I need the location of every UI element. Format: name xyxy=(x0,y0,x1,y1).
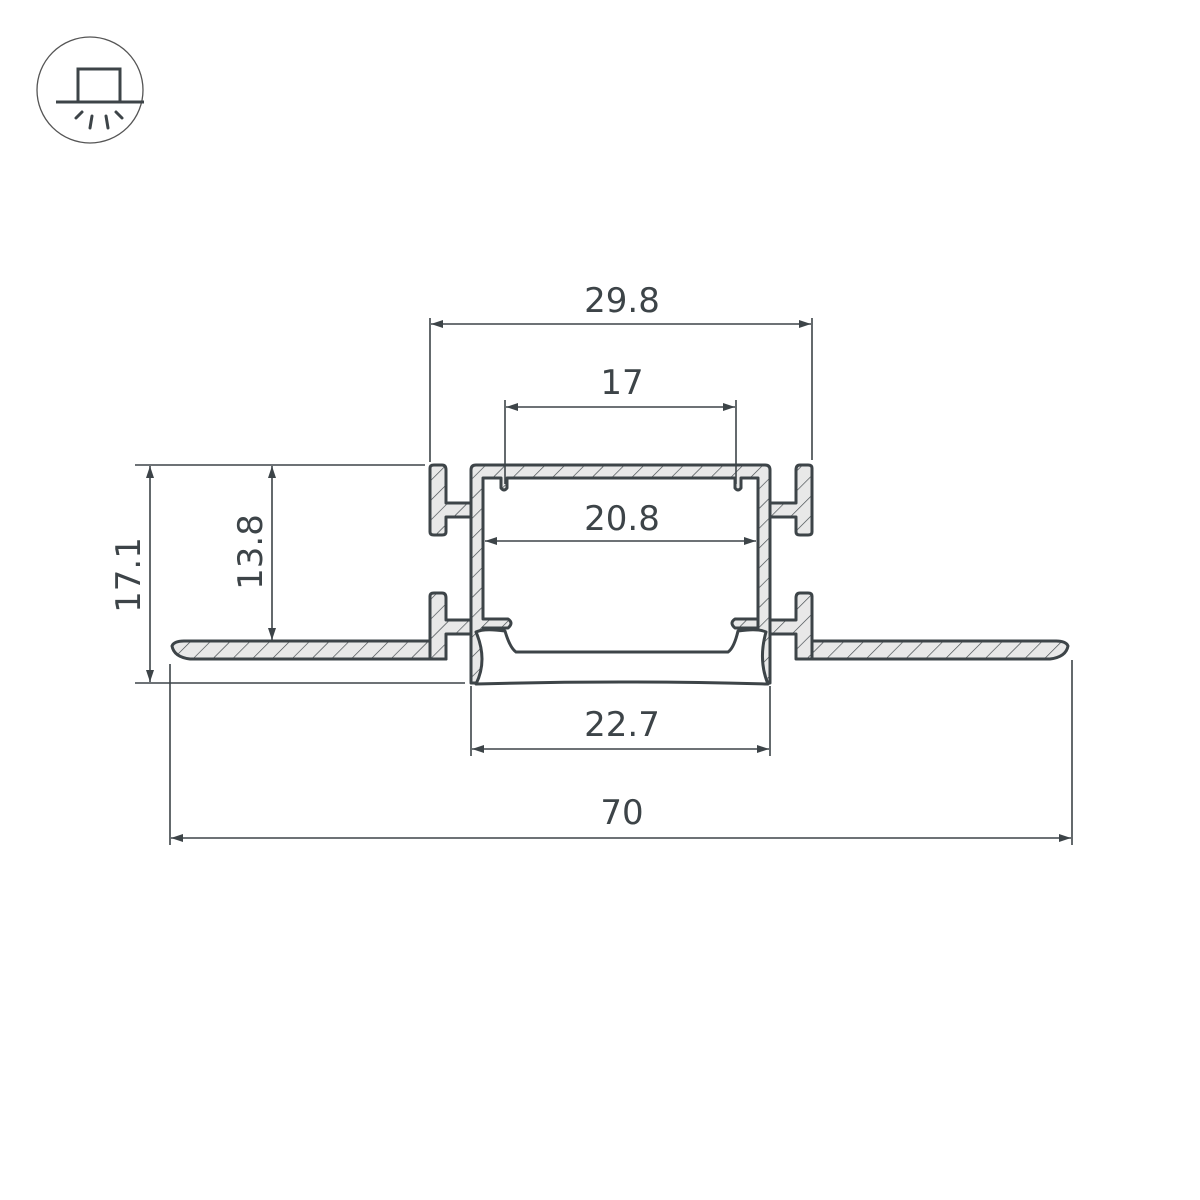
dim-label-inner-width: 20.8 xyxy=(584,499,660,539)
dim-label-top-opening: 17 xyxy=(600,363,643,403)
dim-label-height: 17.1 xyxy=(109,537,149,613)
recessed-mount-icon xyxy=(36,36,144,144)
dim-label-overall-width: 70 xyxy=(600,793,643,833)
aluminum-profile xyxy=(170,463,1070,686)
dimension-lines xyxy=(146,320,1071,842)
extension-lines xyxy=(135,318,1073,845)
dim-label-inner-height: 13.8 xyxy=(231,514,271,590)
dim-label-channel-outer-width: 29.8 xyxy=(584,281,660,321)
dim-label-diffuser-width: 22.7 xyxy=(584,705,660,745)
